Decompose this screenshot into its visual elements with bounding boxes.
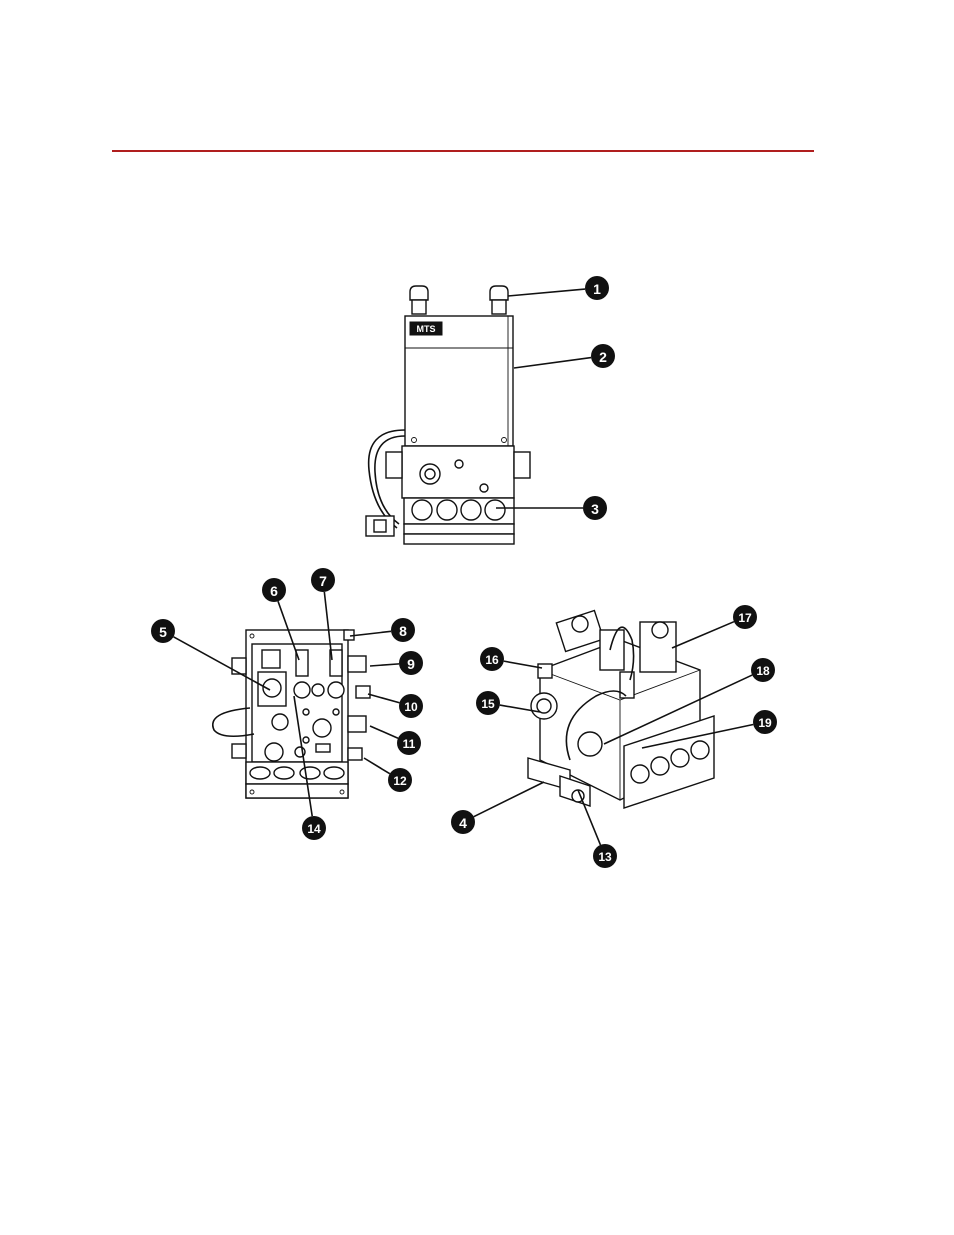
callout-leader-9 [370,664,399,666]
callout-number-4: 4 [459,815,467,831]
callout-leader-8 [350,631,391,636]
callout-number-18: 18 [756,664,770,678]
callout-leader-17 [672,622,734,648]
callout-number-19: 19 [758,716,772,730]
callout-number-8: 8 [399,623,407,639]
callout-number-9: 9 [407,656,415,672]
callout-number-16: 16 [485,653,499,667]
callout-number-17: 17 [738,611,752,625]
lifting-eye-left [410,286,428,314]
callout-number-14: 14 [307,822,321,836]
callout-leader-1 [508,289,585,296]
callout-number-2: 2 [599,349,607,365]
callout-number-5: 5 [159,624,167,640]
callout-number-15: 15 [481,697,495,711]
callout-number-7: 7 [319,573,327,589]
callout-number-6: 6 [270,583,278,599]
logo-text: MTS [417,324,436,334]
callout-number-12: 12 [393,774,407,788]
front-manifold-drawing [213,630,370,798]
top-assembly-drawing: MTS [366,286,530,544]
callout-number-11: 11 [403,737,416,751]
callout-number-3: 3 [591,501,599,517]
callout-leader-12 [364,758,390,774]
isometric-manifold-drawing [528,611,714,808]
callout-number-1: 1 [593,281,601,297]
callout-leader-11 [370,726,398,738]
callout-leader-2 [514,358,591,368]
manifold-block [402,446,514,498]
callout-leader-10 [368,694,399,703]
callout-number-13: 13 [598,850,612,864]
callout-leader-16 [504,661,542,668]
lifting-eye-right [490,286,508,314]
callout-leader-4 [474,782,544,817]
callout-number-10: 10 [404,700,418,714]
